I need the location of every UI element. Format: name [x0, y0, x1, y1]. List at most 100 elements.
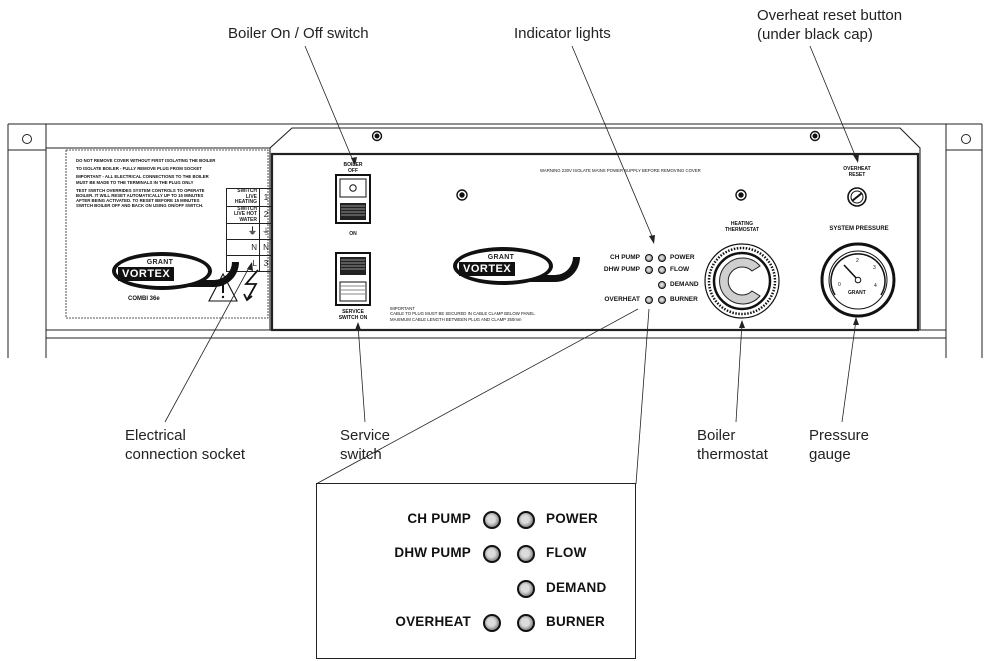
inset-light-demand — [517, 580, 535, 598]
logo-vortex-text: VORTEX — [118, 267, 175, 281]
callout-boiler-thermostat: Boiler thermostat — [697, 426, 768, 464]
callout-electrical-socket: Electrical connection socket — [125, 426, 245, 464]
overheat-reset-label: OVERHEAT RESET — [843, 166, 871, 178]
safety-note: DO NOT REMOVE COVER WITHOUT FIRST ISOLAT… — [76, 158, 216, 163]
inset-label-dhw-pump: DHW PUMP — [394, 545, 471, 560]
panel-screws — [371, 130, 821, 201]
left-panel-outline — [65, 149, 269, 319]
grant-vortex-logo-center: GRANT VORTEX — [453, 247, 580, 287]
indicator-light-overheat — [645, 296, 653, 304]
callout-indicator-lights: Indicator lights — [514, 24, 611, 43]
callout-service-line1: Service — [340, 427, 391, 444]
socket-pin: 2 — [259, 205, 273, 224]
indicator-light-burner — [658, 296, 666, 304]
indicator-label-overheat: OVERHEAT — [604, 296, 640, 303]
safety-note: TEST SWITCH OVERRIDES SYSTEM CONTROLS TO… — [76, 187, 205, 209]
heating-thermostat-knob[interactable] — [704, 243, 780, 319]
indicator-light-power — [658, 254, 666, 262]
callout-pressure-gauge: Pressure gauge — [809, 426, 869, 464]
important-line: MAXIMUM CABLE LENGTH BETWEEN PLUG AND CL… — [390, 316, 522, 322]
indicator-label-burner: BURNER — [670, 296, 698, 303]
important-title: IMPORTANT — [390, 306, 415, 311]
service-switch-label: SERVICE SWITCH ON — [338, 309, 368, 321]
socket-row: ⏚ ⏚ — [226, 223, 273, 240]
fixing-hole-left — [22, 134, 32, 144]
system-pressure-label: SYSTEM PRESSURE — [829, 226, 889, 232]
callout-overheat-line1: Overheat reset button — [757, 7, 903, 24]
callout-thermostat-line2: thermostat — [697, 446, 768, 463]
indicator-light-ch-pump — [645, 254, 653, 262]
callout-electrical-line1: Electrical — [125, 427, 186, 444]
service-switch[interactable] — [335, 252, 371, 306]
callout-pressure-line1: Pressure — [809, 427, 870, 444]
indicator-light-dhw-pump — [645, 266, 653, 274]
model-name: COMBI 36e — [128, 296, 160, 302]
callout-overheat-line2: (under black cap) — [757, 26, 873, 43]
heating-thermostat-label: HEATING THERMOSTAT — [725, 221, 759, 233]
safety-notes: DO NOT REMOVE COVER WITHOUT FIRST ISOLAT… — [76, 158, 216, 212]
indicator-lights-detail: CH PUMP DHW PUMP OVERHEAT POWER FLOW DEM… — [316, 483, 636, 659]
control-panel-top — [269, 127, 921, 330]
safety-note: IMPORTANT - ALL ELECTRICAL CONNECTIONS T… — [76, 174, 209, 185]
gauge-brand: GRANT — [848, 290, 866, 296]
inset-label-power: POWER — [546, 511, 599, 526]
inset-light-burner — [517, 614, 535, 632]
logo-grant-text: GRANT — [487, 254, 515, 261]
safety-note: TO ISOLATE BOILER - FULLY REMOVE PLUG FR… — [76, 166, 202, 172]
callout-boiler-switch-text: Boiler On / Off switch — [228, 25, 369, 42]
callout-electrical-line2: connection socket — [125, 446, 246, 463]
inset-light-ch-pump — [483, 511, 501, 529]
socket-label: ⏚ — [226, 223, 260, 240]
grant-vortex-logo-left: GRANT VORTEX — [112, 252, 239, 292]
mains-warning: WARNING 230V ISOLATE MAINS POWER SUPPLY … — [540, 168, 701, 173]
callout-indicator-lights-text: Indicator lights — [514, 25, 611, 42]
callout-leaders — [164, 45, 858, 485]
inset-light-power — [517, 511, 535, 529]
important-line: CABLE TO PLUG MUST BE SECURED IN CABLE C… — [390, 311, 535, 317]
indicator-label-flow: FLOW — [670, 266, 690, 273]
socket-label: SWITCH LIVE HOT WATER — [226, 205, 260, 224]
inset-label-demand: DEMAND — [546, 580, 607, 595]
indicator-label-ch-pump: CH PUMP — [610, 254, 640, 261]
callout-service-switch: Service switch — [340, 426, 390, 464]
gauge-tick: 3 — [873, 265, 876, 271]
inset-label-flow: FLOW — [546, 545, 587, 560]
socket-row: SWITCH LIVE HOT WATER 2 — [226, 205, 273, 224]
inset-label-ch-pump: CH PUMP — [407, 511, 471, 526]
inset-label-overheat: OVERHEAT — [395, 614, 471, 629]
socket-pin: 3 — [259, 255, 273, 272]
gauge-tick: 4 — [874, 283, 877, 289]
indicator-label-dhw-pump: DHW PUMP — [603, 266, 640, 273]
system-pressure-gauge — [820, 242, 896, 318]
important-notice: IMPORTANT CABLE TO PLUG MUST BE SECURED … — [390, 306, 535, 322]
callout-pressure-line2: gauge — [809, 446, 851, 463]
boiler-on-off-switch[interactable] — [335, 174, 371, 224]
overheat-reset-cap[interactable] — [847, 187, 867, 207]
inset-label-burner: BURNER — [546, 614, 605, 629]
electrical-connection-socket: SWITCH LIVE HEATING 1 SWITCH LIVE HOT WA… — [226, 188, 273, 272]
inset-light-overheat — [483, 614, 501, 632]
logo-vortex-text: VORTEX — [459, 262, 516, 276]
logo-grant-text: GRANT — [146, 259, 174, 266]
indicator-label-demand: DEMAND — [670, 281, 699, 288]
on-label: ON — [349, 231, 357, 237]
socket-row: SWITCH LIVE HEATING 1 — [226, 188, 273, 207]
callout-service-line2: switch — [340, 446, 382, 463]
gauge-tick: 2 — [856, 258, 859, 264]
callout-overheat-reset: Overheat reset button (under black cap) — [757, 6, 902, 44]
indicator-light-demand — [658, 281, 666, 289]
socket-label: SWITCH LIVE HEATING — [226, 188, 260, 207]
socket-pin: 1 — [259, 188, 273, 207]
inset-light-dhw-pump — [483, 545, 501, 563]
fixing-hole-right — [961, 134, 971, 144]
socket-pin: N — [259, 239, 273, 256]
callout-boiler-switch: Boiler On / Off switch — [228, 24, 369, 43]
electrical-warning-symbol — [208, 269, 259, 302]
socket-row: N N — [226, 239, 273, 256]
inset-light-flow — [517, 545, 535, 563]
indicator-label-power: POWER — [670, 254, 695, 261]
callout-thermostat-line1: Boiler — [697, 427, 736, 444]
indicator-light-flow — [658, 266, 666, 274]
gauge-tick: 0 — [838, 282, 841, 288]
